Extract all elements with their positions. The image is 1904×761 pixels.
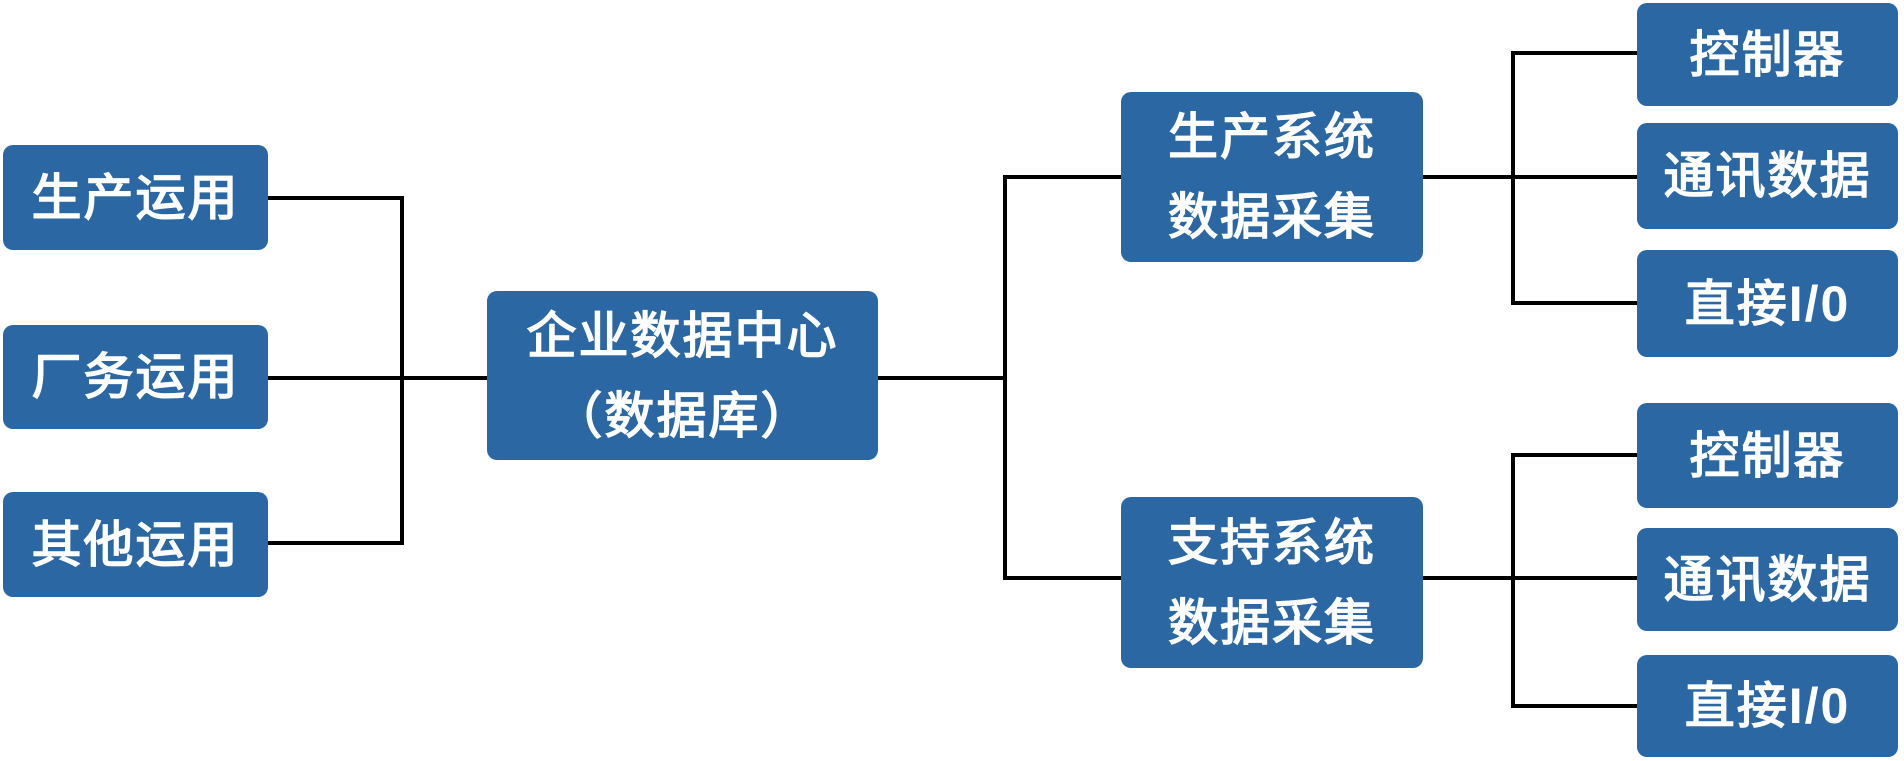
node-other-application: 其他运用 [3,492,268,597]
node-controller-top: 控制器 [1637,3,1898,106]
connector-line [1511,51,1637,55]
node-direct-io-bottom: 直接I/0 [1637,655,1898,757]
node-label-line2: 数据采集 [1168,594,1376,651]
connector-line [1005,175,1121,179]
node-label: 直接I/0 [1684,678,1851,734]
node-label: 控制器 [1689,427,1846,484]
connector-line [268,376,487,380]
node-label-line2: （数据库） [552,387,813,444]
node-label: 厂务运用 [31,349,240,405]
connector-line [1003,175,1007,580]
connector-line [1511,453,1515,708]
connector-line [1511,704,1637,708]
node-comm-data-bottom: 通讯数据 [1637,528,1898,631]
node-production-system-collection: 生产系统 数据采集 [1121,92,1423,262]
node-label: 通讯数据 [1663,551,1872,608]
node-direct-io-top: 直接I/0 [1637,250,1898,357]
connector-line [1005,576,1121,580]
connector-line [400,196,404,545]
node-label: 控制器 [1689,26,1846,83]
connector-line [878,376,1005,380]
node-label: 通讯数据 [1663,148,1872,204]
connector-line [268,541,402,545]
node-label: 生产运用 [31,169,240,226]
node-production-application: 生产运用 [3,145,268,250]
connector-line [1423,576,1637,580]
node-label-line1: 支持系统 [1168,514,1376,571]
connector-line [1511,301,1637,305]
node-controller-bottom: 控制器 [1637,403,1898,508]
connector-line [1511,51,1515,305]
node-comm-data-top: 通讯数据 [1637,123,1898,229]
node-factory-application: 厂务运用 [3,325,268,429]
node-support-system-collection: 支持系统 数据采集 [1121,497,1423,668]
node-enterprise-data-center: 企业数据中心 （数据库） [487,291,878,460]
node-label-line2: 数据采集 [1168,189,1376,245]
node-label: 直接I/0 [1684,275,1851,332]
node-label-line1: 生产系统 [1168,109,1376,165]
connector-line [268,196,402,200]
connector-line [1423,175,1637,179]
node-label: 其他运用 [31,516,240,573]
node-label-line1: 企业数据中心 [526,307,839,364]
connector-line [1511,453,1637,457]
